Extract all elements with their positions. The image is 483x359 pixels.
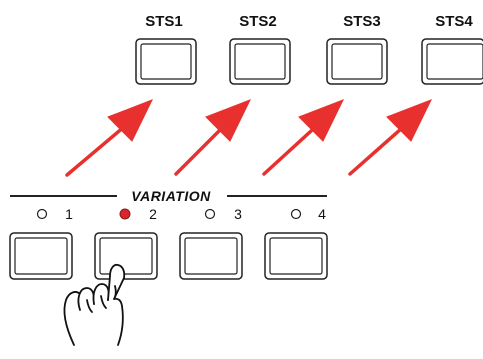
variation-3-label: 3: [234, 206, 242, 222]
variation-1-label: 1: [65, 206, 73, 222]
sts1-button[interactable]: [135, 38, 197, 85]
arrow-up-right-icon: [262, 99, 345, 176]
variation-title: VARIATION: [131, 188, 211, 204]
variation-4-button[interactable]: [264, 232, 328, 280]
variation-4-led: [290, 208, 302, 220]
sts4-label: STS4: [435, 13, 473, 30]
arrow-up-right-icon: [348, 99, 433, 176]
sts2-label: STS2: [239, 13, 277, 30]
arrow-up-right-icon: [174, 99, 252, 176]
sts1-label: STS1: [145, 13, 183, 30]
hand-pointer-icon: [63, 263, 126, 346]
variation-2-button[interactable]: [94, 232, 158, 280]
arrow-up-right-icon: [65, 99, 154, 177]
variation-3-led: [204, 208, 216, 220]
variation-1-button[interactable]: [9, 232, 73, 280]
variation-3-button[interactable]: [179, 232, 243, 280]
variation-2-label: 2: [149, 206, 157, 222]
sts4-button[interactable]: [421, 38, 483, 85]
sts3-label: STS3: [343, 13, 381, 30]
variation-2-led: [119, 208, 131, 220]
sts2-button[interactable]: [229, 38, 291, 85]
variation-1-led: [36, 208, 48, 220]
variation-4-label: 4: [318, 206, 326, 222]
sts3-button[interactable]: [326, 38, 388, 85]
